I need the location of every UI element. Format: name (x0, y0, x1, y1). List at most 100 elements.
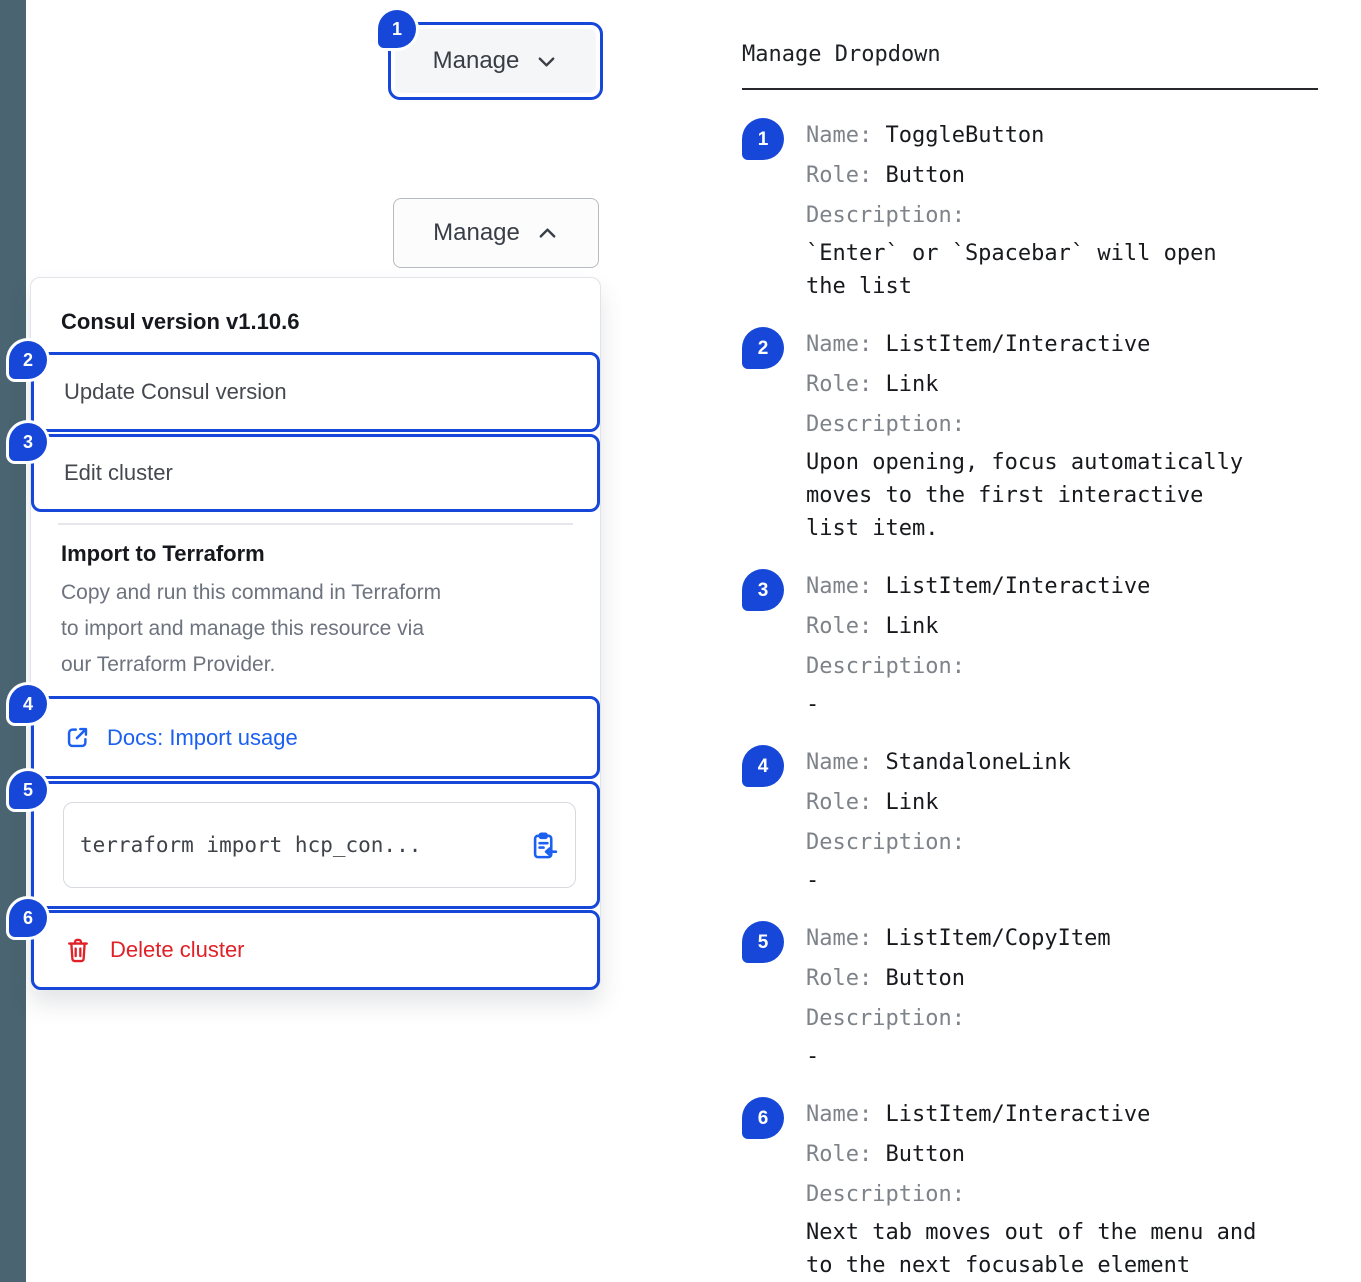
spec-title: Manage Dropdown (742, 42, 941, 67)
spec-entry-body: Name: ListItem/CopyItem Role: Button Des… (806, 919, 1342, 1073)
spec-name-value: ListItem/Interactive (885, 1102, 1151, 1127)
delete-cluster-label: Delete cluster (110, 937, 245, 962)
spec-divider (742, 88, 1318, 90)
spec-description-value: - (806, 868, 820, 893)
spec-description-value: Upon opening, focus automatically moves … (806, 450, 1244, 541)
spec-entry-body: Name: StandaloneLink Role: Link Descript… (806, 743, 1342, 897)
spec-entry-list: 1 Name: ToggleButton Role: Button Descri… (742, 116, 1342, 1282)
annotation-badge-5: 5 (9, 771, 47, 809)
spec-description-value: Next tab moves out of the menu and to th… (806, 1220, 1257, 1278)
spec-role-value: Button (885, 163, 965, 188)
spec-name-label: Name: (806, 123, 873, 148)
code-snippet-field[interactable]: terraform import hcp_con... (63, 802, 576, 888)
spec-name-label: Name: (806, 750, 873, 775)
spec-role-value: Button (885, 966, 965, 991)
docs-import-usage-label: Docs: Import usage (107, 724, 298, 750)
menu-divider (58, 523, 573, 525)
menu-item-edit-cluster[interactable]: Edit cluster (31, 434, 600, 512)
spec-entry: 2 Name: ListItem/Interactive Role: Link … (742, 325, 1342, 545)
spec-name-value: StandaloneLink (885, 750, 1071, 775)
annotation-badge: 3 (742, 569, 784, 611)
sidebar-edge-strip (0, 0, 26, 1282)
spec-description-label: Description: (806, 1182, 965, 1207)
spec-entry: 6 Name: ListItem/Interactive Role: Butto… (742, 1095, 1342, 1282)
menu-item-copy-command[interactable]: terraform import hcp_con... (31, 781, 600, 909)
spec-description-row: Description: (806, 405, 1342, 445)
spec-name-label: Name: (806, 1102, 873, 1127)
spec-name-label: Name: (806, 926, 873, 951)
spec-name-value: ListItem/Interactive (885, 332, 1151, 357)
menu-item-update-consul-version[interactable]: Update Consul version (31, 352, 600, 432)
annotation-badge-2: 2 (9, 341, 47, 379)
chevron-down-icon (535, 50, 558, 73)
annotation-badge: 1 (742, 118, 784, 160)
spec-description-value: `Enter` or `Spacebar` will open the list (806, 241, 1217, 299)
spec-description-value: - (806, 692, 820, 717)
spec-role-label: Role: (806, 966, 873, 991)
menu-item-label: Edit cluster (64, 460, 173, 485)
spec-entry-body: Name: ToggleButton Role: Button Descript… (806, 116, 1342, 303)
clipboard-copy-icon[interactable] (528, 830, 559, 861)
spec-description-value: - (806, 1044, 820, 1069)
spec-name-value: ListItem/CopyItem (885, 926, 1111, 951)
spec-name-row: Name: ListItem/Interactive (806, 325, 1342, 365)
spec-description-row: Description: (806, 196, 1342, 236)
manage-toggle-button[interactable]: Manage (395, 29, 596, 93)
annotation-badge-3: 3 (9, 423, 47, 461)
terraform-command-text: terraform import hcp_con... (80, 833, 422, 857)
spec-entry: 1 Name: ToggleButton Role: Button Descri… (742, 116, 1342, 303)
spec-role-label: Role: (806, 790, 873, 815)
spec-role-label: Role: (806, 163, 873, 188)
spec-description-label: Description: (806, 412, 965, 437)
spec-entry-body: Name: ListItem/Interactive Role: Link De… (806, 567, 1342, 721)
annotation-badge-6: 6 (9, 899, 47, 937)
spec-entry-body: Name: ListItem/Interactive Role: Link De… (806, 325, 1342, 545)
annotation-badge: 6 (742, 1097, 784, 1139)
spec-name-row: Name: ListItem/Interactive (806, 1095, 1342, 1135)
spec-description-row: Description: (806, 1175, 1342, 1215)
menu-item-delete-cluster[interactable]: Delete cluster (31, 910, 600, 990)
spec-description-row: Description: (806, 647, 1342, 687)
spec-name-label: Name: (806, 332, 873, 357)
menu-item-docs-import-usage[interactable]: Docs: Import usage (31, 696, 600, 779)
spec-role-row: Role: Button (806, 156, 1342, 196)
spec-role-label: Role: (806, 1142, 873, 1167)
focus-ring-toggle-button: Manage (388, 22, 603, 100)
chevron-up-icon (536, 222, 559, 245)
import-terraform-description: Copy and run this command in Terraform t… (61, 581, 442, 676)
spec-role-row: Role: Link (806, 783, 1342, 823)
spec-name-row: Name: ListItem/Interactive (806, 567, 1342, 607)
spec-description-label: Description: (806, 203, 965, 228)
manage-expanded-label: Manage (433, 219, 520, 246)
spec-name-value: ListItem/Interactive (885, 574, 1151, 599)
annotation-badge: 4 (742, 745, 784, 787)
spec-entry: 3 Name: ListItem/Interactive Role: Link … (742, 567, 1342, 721)
manage-toggle-label: Manage (432, 47, 520, 74)
spec-entry-body: Name: ListItem/Interactive Role: Button … (806, 1095, 1342, 1282)
external-link-icon (64, 724, 91, 751)
annotation-badge-1: 1 (378, 10, 416, 48)
spec-name-row: Name: StandaloneLink (806, 743, 1342, 783)
consul-version-header: Consul version v1.10.6 (61, 309, 300, 334)
spec-entry: 4 Name: StandaloneLink Role: Link Descri… (742, 743, 1342, 897)
manage-expanded-button[interactable]: Manage (393, 198, 599, 268)
spec-description-label: Description: (806, 1006, 965, 1031)
spec-role-value: Link (885, 614, 939, 639)
spec-name-row: Name: ListItem/CopyItem (806, 919, 1342, 959)
spec-name-value: ToggleButton (885, 123, 1045, 148)
menu-item-label: Update Consul version (64, 379, 287, 404)
spec-description-row: Description: (806, 823, 1342, 863)
spec-name-label: Name: (806, 574, 873, 599)
annotation-badge-4: 4 (9, 685, 47, 723)
spec-role-value: Button (885, 1142, 965, 1167)
trash-icon (64, 936, 92, 964)
spec-role-value: Link (885, 372, 939, 397)
spec-role-label: Role: (806, 614, 873, 639)
spec-name-row: Name: ToggleButton (806, 116, 1342, 156)
spec-role-row: Role: Button (806, 1135, 1342, 1175)
spec-description-label: Description: (806, 654, 965, 679)
spec-role-row: Role: Link (806, 607, 1342, 647)
spec-role-value: Link (885, 790, 939, 815)
spec-role-row: Role: Button (806, 959, 1342, 999)
spec-entry: 5 Name: ListItem/CopyItem Role: Button D… (742, 919, 1342, 1073)
